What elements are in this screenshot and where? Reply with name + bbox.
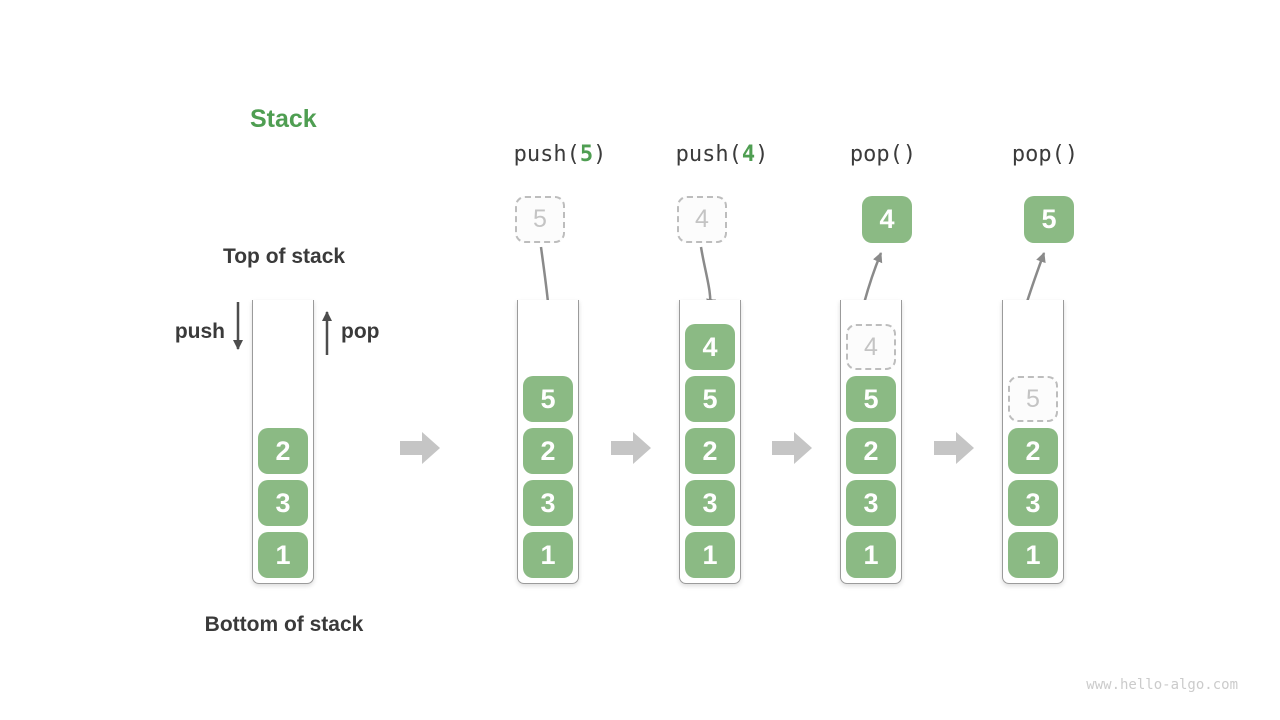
step-arrow-icon (772, 432, 812, 464)
stack-item: 3 (523, 480, 573, 526)
popped-slot: 5 (1008, 376, 1058, 422)
stack-items: 2 3 1 (253, 428, 313, 578)
op-text: ) (593, 142, 607, 167)
stack-item: 3 (685, 480, 735, 526)
stack-item: 2 (258, 428, 308, 474)
stack-item: 1 (685, 532, 735, 578)
stack-item: 1 (523, 532, 573, 578)
stack-container-push-4: 4 5 2 3 1 (679, 300, 741, 584)
popped-slot: 4 (846, 324, 896, 370)
step-arrow-icon (611, 432, 651, 464)
stack-container-push-5: 5 2 3 1 (517, 300, 579, 584)
stack-container-pop-1: 4 5 2 3 1 (840, 300, 902, 584)
stack-item: 2 (1008, 428, 1058, 474)
stack-items: 4 5 2 3 1 (680, 324, 740, 578)
incoming-element-box: 4 (677, 196, 727, 243)
diagram-title: Stack (250, 105, 317, 133)
stack-item: 1 (258, 532, 308, 578)
step-arrow-icon (934, 432, 974, 464)
push-label: push (174, 320, 225, 343)
stack-items: 4 5 2 3 1 (841, 324, 901, 578)
popped-element-box: 4 (862, 196, 912, 243)
pop-label: pop (341, 320, 380, 343)
op-text: push( (513, 142, 580, 167)
stack-item: 5 (523, 376, 573, 422)
bottom-of-stack-label: Bottom of stack (204, 613, 364, 636)
op-arg: 5 (579, 142, 594, 167)
stack-container-pop-2: 5 2 3 1 (1002, 300, 1064, 584)
stack-item: 3 (1008, 480, 1058, 526)
stack-item: 2 (685, 428, 735, 474)
op-label-push-5: push(5) (480, 142, 640, 167)
top-of-stack-label: Top of stack (222, 245, 346, 268)
stack-items: 5 2 3 1 (1003, 376, 1063, 578)
op-arg: 4 (741, 142, 756, 167)
step-arrow-icon (400, 432, 440, 464)
op-label-pop-2: pop() (965, 142, 1125, 167)
op-label-push-4: push(4) (642, 142, 802, 167)
watermark: www.hello-algo.com (1086, 677, 1238, 693)
stack-item: 5 (685, 376, 735, 422)
stack-item: 5 (846, 376, 896, 422)
stack-item: 2 (523, 428, 573, 474)
stack-items: 5 2 3 1 (518, 376, 578, 578)
stack-item: 1 (846, 532, 896, 578)
op-text: ) (755, 142, 769, 167)
stack-container-initial: 2 3 1 (252, 300, 314, 584)
op-text: pop() (1011, 142, 1079, 167)
push-4-flow-arrow-icon (699, 246, 717, 309)
op-label-pop-1: pop() (803, 142, 963, 167)
stack-item: 2 (846, 428, 896, 474)
stack-item: 4 (685, 324, 735, 370)
op-text: pop() (849, 142, 917, 167)
stack-item: 1 (1008, 532, 1058, 578)
op-text: push( (675, 142, 742, 167)
popped-element-box: 5 (1024, 196, 1074, 243)
stack-item: 3 (258, 480, 308, 526)
incoming-element-box: 5 (515, 196, 565, 243)
stack-item: 3 (846, 480, 896, 526)
